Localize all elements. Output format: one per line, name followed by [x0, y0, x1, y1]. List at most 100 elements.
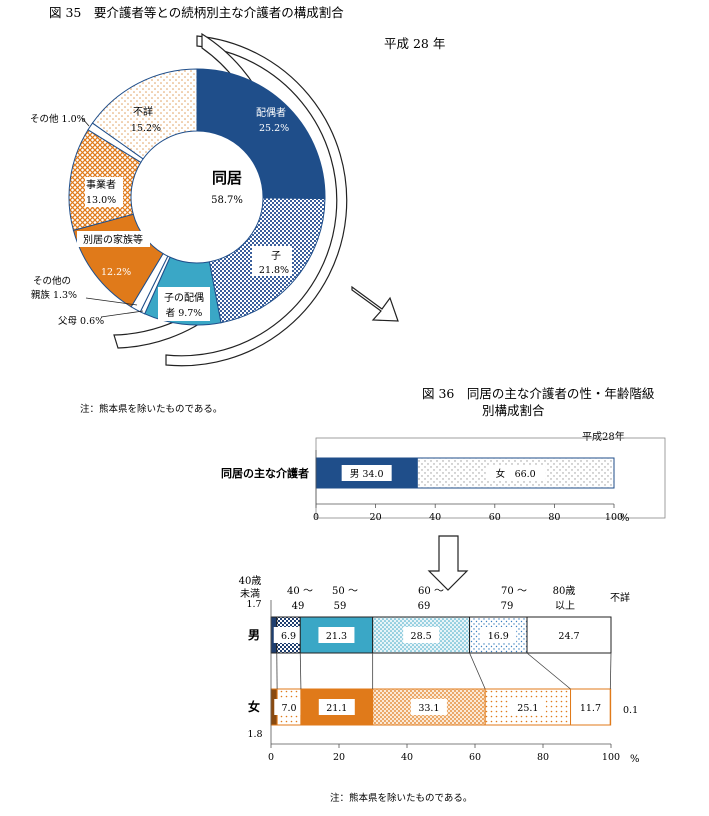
segment-connector	[526, 652, 571, 690]
slice-label-other-relatives-1: その他の	[33, 275, 71, 287]
age-bar-label-male-5: 16.9	[488, 631, 509, 642]
age-label-male-under40: 1.7	[246, 599, 261, 610]
fig36-note: 注：熊本県を除いたものである。	[330, 792, 472, 804]
center-value: 58.7%	[211, 195, 243, 206]
slice-value-child: 21.8%	[259, 265, 289, 276]
slice-value-spouse: 25.2%	[259, 123, 289, 134]
center-label: 同居	[212, 169, 242, 187]
age-bar-label-male-2: 6.9	[281, 631, 296, 642]
age-header-2: 未満	[240, 588, 260, 600]
label-bg	[273, 627, 304, 643]
age-row-label-male: 男	[248, 628, 260, 642]
age-label-female-unknown: 0.1	[623, 705, 638, 716]
age-header-10: 79	[501, 601, 514, 612]
slice-label-child-spouse-1: 子の配偶	[164, 291, 204, 304]
label-bg	[318, 627, 355, 643]
label-bg	[551, 627, 588, 643]
age-label-female-under40: 1.8	[247, 729, 262, 740]
segment-connector	[469, 652, 486, 690]
slice-value-separate-family: 12.2%	[101, 267, 131, 278]
slice-label-spouse: 配偶者	[256, 106, 286, 119]
fig35-title: 図 35 要介護者等との続柄別主な介護者の構成割合	[49, 5, 344, 20]
label-bg	[274, 699, 304, 715]
slice-label-separate-family: 別居の家族等	[83, 233, 143, 246]
slice-label-other: その他 1.0%	[30, 113, 86, 125]
gender-tick-label: 0	[313, 512, 319, 523]
label-bg	[85, 177, 123, 207]
age-header-8: 69	[418, 601, 431, 612]
slice-value-business: 13.0%	[86, 195, 116, 206]
slice-value-unknown: 15.2%	[131, 123, 161, 134]
segment-connector	[609, 652, 612, 690]
label-bg	[480, 627, 517, 643]
age-bar-label-female-4: 33.1	[418, 703, 439, 714]
age-bar-label-female-5: 25.1	[517, 703, 538, 714]
fig35-year: 平成 28 年	[384, 36, 445, 51]
arrow-down	[427, 535, 469, 591]
slice-label-child-spouse-2: 者 9.7%	[166, 308, 203, 319]
age-header-5: 50 ～	[332, 586, 358, 597]
age-bar-label-female-6: 11.7	[580, 703, 601, 714]
age-tick-label: 0	[268, 752, 274, 763]
age-header-1: 40歳	[239, 575, 262, 587]
label-bg	[77, 231, 150, 247]
pie-slice-9	[91, 68, 198, 160]
age-tick-label: 20	[333, 752, 345, 763]
age-tick-label: 80	[537, 752, 549, 763]
gender-tick-label: 100	[605, 512, 623, 523]
age-header-9: 70 ～	[501, 586, 527, 597]
age-header-4: 49	[292, 601, 305, 612]
label-bg	[252, 246, 292, 276]
slice-label-child: 子	[271, 250, 281, 262]
age-header-7: 60 ～	[418, 586, 444, 597]
gender-tick-label: 60	[489, 512, 501, 523]
label-bg	[509, 699, 546, 715]
gender-bar-label-female: 女 66.0	[496, 468, 536, 480]
leader-other-relatives	[85, 297, 138, 306]
label-bg	[485, 465, 546, 481]
age-header-11: 80歳	[553, 585, 576, 597]
gender-unit-label: %	[620, 513, 630, 524]
gender-bar-label-male: 男 34.0	[350, 469, 384, 480]
slice-label-unknown: 不詳	[133, 105, 153, 118]
age-header-12: 以上	[555, 600, 575, 612]
age-tick-label: 100	[602, 752, 620, 763]
age-bar-label-male-3: 21.3	[326, 631, 347, 642]
fig36-title-line2: 別構成割合	[482, 403, 545, 418]
slice-label-business: 事業者	[86, 178, 116, 191]
fig36-title-line1: 図 36 同居の主な介護者の性・年齢階級	[422, 386, 655, 401]
slice-label-other-relatives-2: 親族 1.3%	[31, 289, 77, 301]
age-header-13: 不詳	[610, 591, 630, 604]
age-unit-label: %	[630, 754, 640, 765]
leader-other	[81, 117, 90, 127]
fig36-year: 平成28年	[582, 430, 625, 443]
gender-tick-label: 80	[548, 512, 560, 523]
age-bar-label-female-2: 7.0	[281, 703, 296, 714]
age-tick-label: 60	[469, 752, 481, 763]
age-header-6: 59	[334, 601, 347, 612]
gender-chart-category: 同居の主な介護者	[221, 466, 309, 480]
age-bar-label-male-6: 24.7	[558, 631, 579, 642]
pie-slice-1	[196, 68, 326, 200]
cohabiting-bracket	[165, 35, 348, 367]
label-bg	[318, 699, 355, 715]
arrow-to-fig36	[351, 285, 399, 322]
label-bg	[572, 699, 609, 715]
leader-parents	[100, 310, 144, 318]
age-header-3: 40 ～	[287, 586, 313, 597]
label-bg	[410, 699, 447, 715]
label-bg	[158, 287, 210, 321]
label-bg	[403, 627, 440, 643]
age-row-label-female: 女	[248, 699, 260, 714]
age-bar-label-male-4: 28.5	[411, 631, 432, 642]
age-bars: 6.9 21.3 28.5 16.9 24.7 男 7.0 21.1 33.1 25.1 11.7 女…	[246, 599, 638, 740]
label-bg	[341, 465, 392, 481]
slice-label-parents: 父母 0.6%	[58, 316, 104, 327]
gender-bars: 男 34.0 女 66.0	[315, 457, 615, 489]
age-bar-label-female-3: 21.1	[326, 703, 347, 714]
